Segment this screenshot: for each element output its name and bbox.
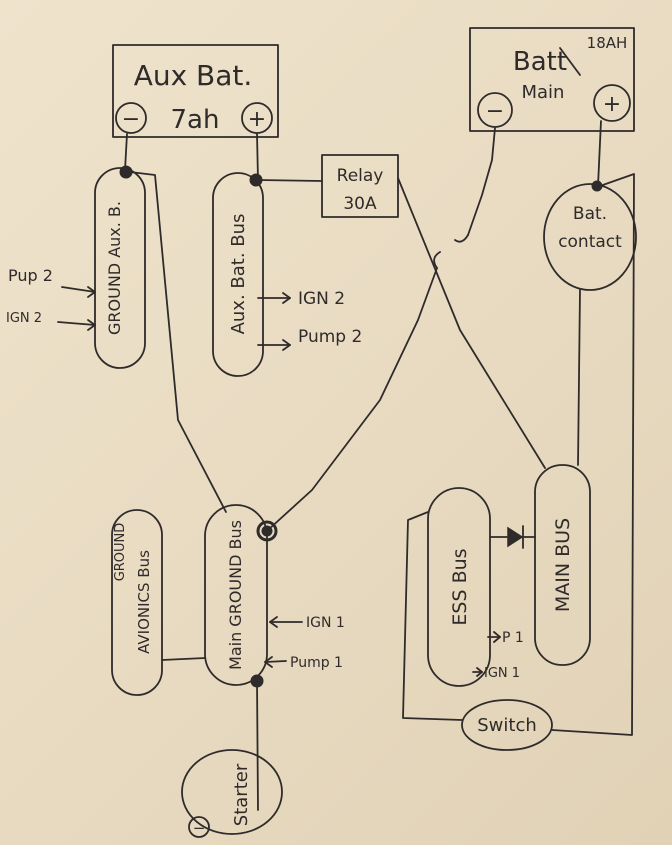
arrowhead-ess-ign1	[476, 667, 483, 677]
label-aux-bus-ign2: IGN 2	[298, 289, 345, 309]
wire-aux-minus-to-ground-aux	[124, 133, 128, 171]
arrowhead-aux-bus-ign2	[282, 292, 291, 304]
aux-battery: Aux Bat. 7ah − +	[112, 44, 279, 138]
wire-aux-bus-to-relay	[257, 179, 323, 182]
node-ground-aux-top	[119, 165, 133, 179]
starter: Starter −	[181, 749, 283, 838]
main-battery-title: Batt	[513, 47, 567, 77]
wire-crossing-hook	[433, 251, 441, 269]
relay-label: Relay	[337, 166, 384, 186]
wire-main-plus-to-contact	[597, 120, 602, 187]
arrow-ground-aux-pump2	[61, 286, 96, 293]
starter-label: Starter	[231, 763, 252, 826]
ess-bus-oval	[427, 487, 491, 687]
main-bus-oval	[534, 464, 591, 666]
diode-icon	[507, 526, 524, 548]
arrow-ground-aux-ign2	[57, 321, 96, 326]
aux-battery-plus-sign: +	[248, 107, 266, 132]
main-ground-bus-label: Main GROUND Bus	[226, 520, 245, 670]
wire-avionics-to-main-ground	[161, 657, 206, 661]
main-battery-plus-sign: +	[603, 92, 621, 117]
bat-contact-circle	[543, 183, 637, 291]
main-bus: MAIN BUS	[534, 464, 591, 666]
main-ground-bus: Main GROUND Bus	[204, 504, 268, 686]
wire-switch-to-ess	[402, 511, 463, 721]
bat-contact: Bat. contact	[543, 183, 637, 291]
label-ess-ign1: IGN 1	[484, 666, 520, 681]
label-ess-p1: P 1	[502, 630, 524, 646]
ground-avionics-bus-label: AVIONICS Bus	[135, 550, 153, 654]
arrowhead-ess-p1	[493, 631, 501, 643]
wires	[124, 120, 635, 811]
main-battery-minus-terminal	[477, 92, 513, 128]
bat-contact-line2: contact	[558, 232, 622, 252]
wire-main-minus-jump	[454, 234, 469, 243]
aux-bat-bus-label: Aux. Bat. Bus	[228, 214, 249, 335]
aux-battery-title: Aux Bat.	[134, 59, 253, 92]
arrowhead-main-ground-pump1	[264, 656, 273, 668]
wire-main-minus-down	[467, 127, 496, 236]
bat-contact-line1: Bat.	[573, 204, 607, 224]
label-ground-aux-pump2: Pup 2	[8, 266, 53, 285]
relay: Relay 30A	[321, 154, 399, 218]
ground-aux-bus: GROUND Aux. B.	[94, 167, 146, 369]
arrowhead-ground-aux-pump2	[87, 286, 96, 298]
main-battery-strike	[559, 47, 581, 76]
connection-nodes	[119, 165, 603, 688]
node-main-ground-bottom	[250, 674, 264, 688]
node-aux-bus-top	[249, 173, 263, 187]
ground-avionics-bus: GROUND AVIONICS Bus	[111, 509, 163, 696]
aux-battery-minus-sign: −	[122, 107, 140, 132]
label-main-ground-ign1: IGN 1	[306, 615, 345, 631]
ess-bus-label: ESS Bus	[449, 548, 471, 625]
wire-ground-aux-to-main-ground	[129, 171, 227, 513]
main-battery-capacity: 18AH	[587, 34, 628, 52]
relay-box	[321, 154, 399, 218]
wire-relay-to-main-bus	[397, 177, 546, 469]
arrow-main-ground-pump1	[264, 660, 287, 663]
main-ground-bus-oval	[204, 504, 268, 686]
main-battery-subtitle: Main	[522, 82, 565, 103]
switch-label: Switch	[477, 715, 537, 736]
ground-aux-bus-label: GROUND Aux. B.	[105, 201, 124, 335]
node-main-ground-top	[256, 520, 278, 542]
main-battery-plus-terminal	[593, 84, 631, 122]
wire-main-ground-to-starter	[256, 679, 259, 811]
wire-main-minus-to-main-ground	[267, 267, 438, 531]
aux-battery-plus-terminal	[241, 102, 273, 134]
aux-bat-bus: Aux. Bat. Bus	[212, 172, 264, 377]
starter-oval	[181, 749, 283, 835]
starter-minus-terminal	[188, 816, 210, 838]
node-main-ground-top-center	[261, 525, 273, 537]
wire-contact-to-main-bus	[577, 289, 581, 466]
switch: Switch	[461, 699, 553, 751]
main-bus-label: MAIN BUS	[552, 518, 574, 612]
ground-avionics-bus-oval	[111, 509, 163, 696]
ground-aux-bus-oval	[94, 167, 146, 369]
main-battery-box	[469, 27, 635, 132]
relay-rating: 30A	[343, 194, 377, 214]
aux-bat-bus-oval	[212, 172, 264, 377]
aux-battery-box	[112, 44, 279, 138]
arrowhead-aux-bus-pump2	[282, 339, 291, 351]
label-aux-bus-pump2: Pump 2	[298, 327, 362, 347]
ess-bus: ESS Bus	[427, 487, 491, 687]
wire-contact-to-switch	[551, 173, 635, 736]
wire-aux-plus-to-aux-bus	[256, 133, 259, 181]
label-main-ground-pump1: Pump 1	[290, 655, 343, 671]
main-battery-minus-sign: −	[486, 99, 504, 124]
arrowhead-ground-aux-ign2	[87, 319, 96, 331]
ground-avionics-bus-label-top: GROUND	[113, 523, 128, 582]
aux-battery-capacity: 7ah	[171, 105, 220, 135]
connection-labels: Pup 2 IGN 2 IGN 2 Pump 2 IGN 1 Pump 1 P …	[6, 266, 524, 681]
label-ground-aux-ign2: IGN 2	[6, 311, 42, 326]
arrowhead-main-ground-ign1	[269, 616, 278, 628]
main-battery: Batt 18AH Main − +	[469, 27, 635, 132]
starter-minus-sign: −	[193, 819, 206, 837]
aux-battery-minus-terminal	[115, 102, 147, 134]
switch-oval	[461, 699, 553, 751]
node-bat-contact-top	[591, 180, 603, 192]
